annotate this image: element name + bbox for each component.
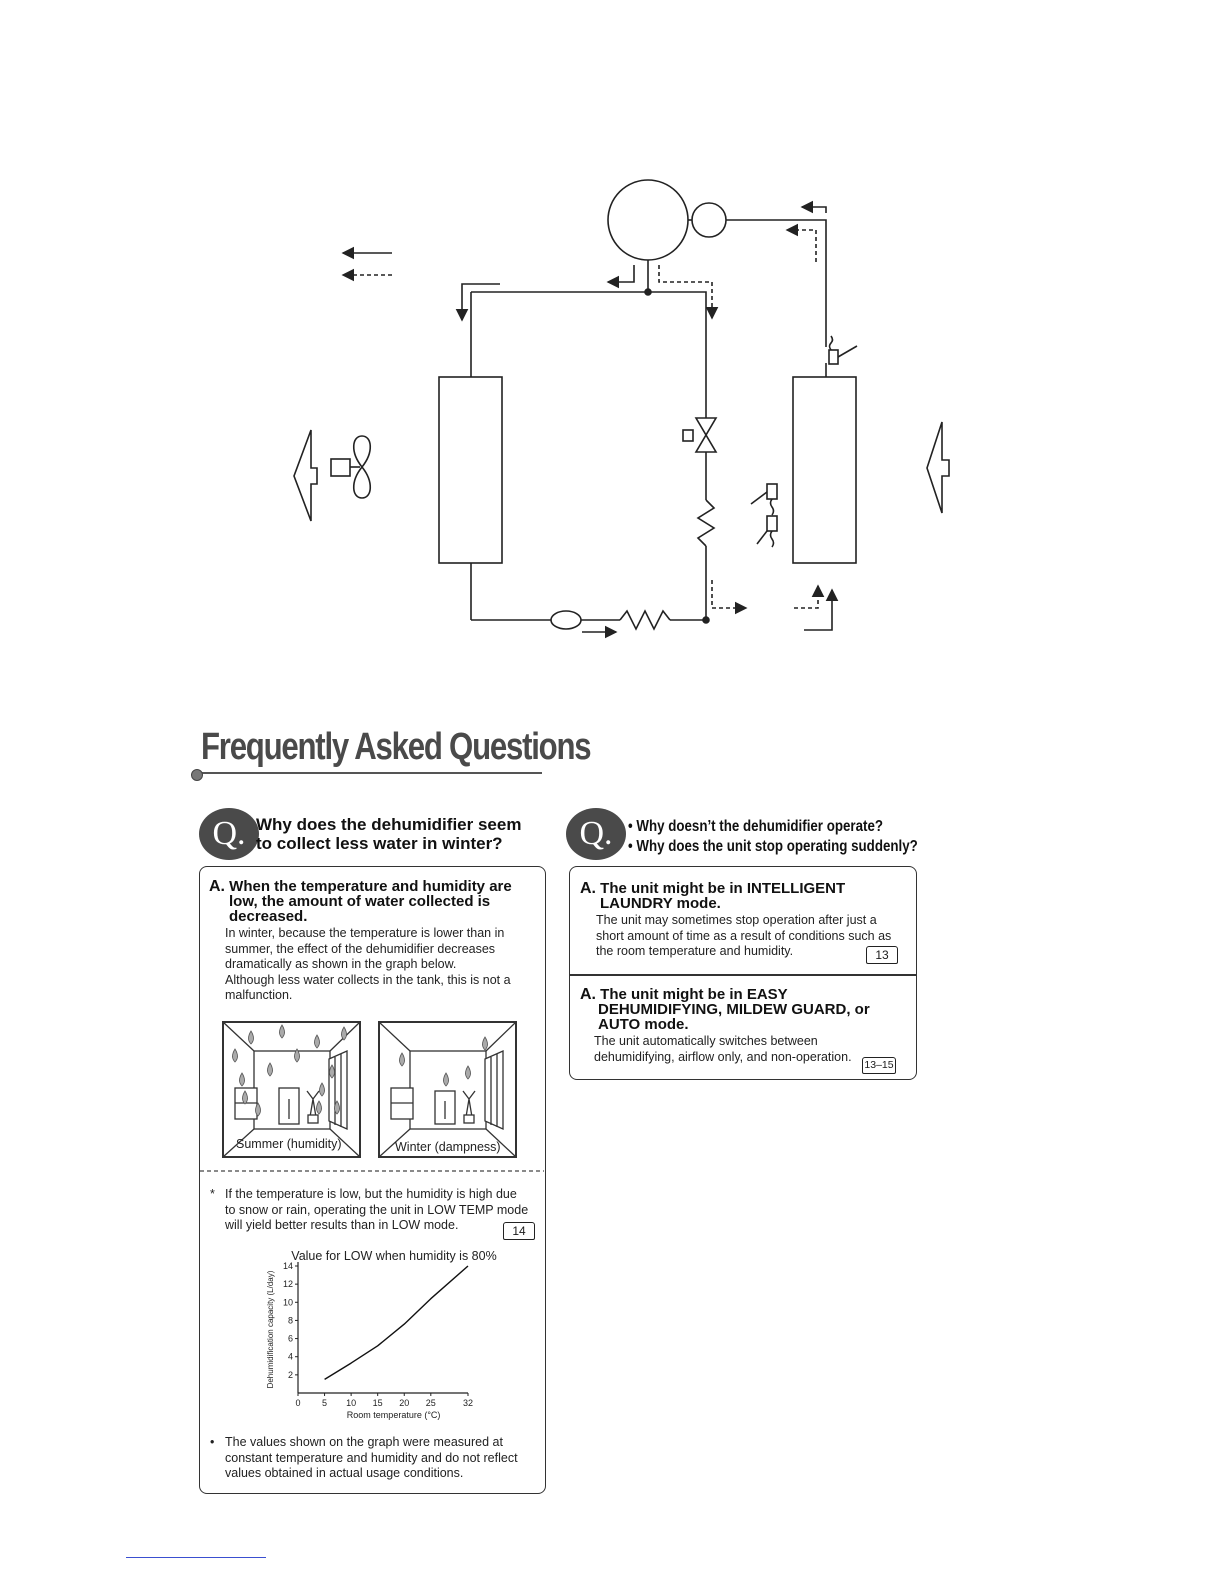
body-line: In winter, because the temperature is lo… bbox=[225, 926, 505, 940]
y-axis-label: Dehumidification capacity (L/day) bbox=[266, 1270, 275, 1388]
body-line: malfunction. bbox=[225, 988, 293, 1002]
q1-question-line: to collect less water in winter? bbox=[256, 834, 503, 853]
answer-heading-line: LAUNDRY mode. bbox=[600, 895, 721, 912]
answer-label: A. bbox=[580, 880, 596, 897]
condenser-coil bbox=[438, 376, 503, 564]
q2-answer1-body: The unit may sometimes stop operation af… bbox=[596, 913, 906, 960]
fan-motor bbox=[330, 458, 351, 477]
answer-heading-line: The unit might be in EASY bbox=[600, 986, 788, 1003]
winter-room-illustration bbox=[378, 1021, 517, 1158]
faq-heading: Frequently Asked Questions bbox=[201, 726, 592, 768]
footnote-bullet: • bbox=[210, 1435, 215, 1449]
body-line: The unit may sometimes stop operation af… bbox=[596, 913, 877, 927]
summer-room-illustration bbox=[222, 1021, 361, 1158]
junction-top bbox=[644, 288, 652, 296]
answer-heading-line: decreased. bbox=[229, 908, 308, 925]
q1-answer-heading: A. When the temperature and humidity are… bbox=[209, 878, 512, 925]
footnote-line: The values shown on the graph were measu… bbox=[225, 1435, 503, 1449]
q1-question-line: Why does the dehumidifier seem bbox=[256, 815, 522, 834]
note-line: to snow or rain, operating the unit in L… bbox=[225, 1202, 529, 1217]
note-asterisk: * bbox=[210, 1187, 215, 1201]
y-tick-label: 12 bbox=[283, 1279, 293, 1289]
strainer bbox=[550, 610, 582, 630]
body-line: Although less water collects in the tank… bbox=[225, 972, 511, 987]
airflow-arrow-left bbox=[293, 429, 318, 522]
capillary-tube-bottom bbox=[619, 609, 671, 631]
footnote-line: values obtained in actual usage conditio… bbox=[225, 1466, 464, 1480]
refrigerant-circuit-diagram bbox=[293, 179, 950, 639]
q1-answer-body: In winter, because the temperature is lo… bbox=[225, 926, 535, 1004]
x-tick-label: 15 bbox=[373, 1398, 383, 1408]
capillary-tube-right bbox=[696, 499, 716, 547]
compressor bbox=[607, 179, 689, 261]
q1-footnote: The values shown on the graph were measu… bbox=[225, 1435, 540, 1482]
y-tick-label: 4 bbox=[288, 1352, 293, 1362]
temperature-sensor-1 bbox=[766, 483, 778, 500]
page-reference-13-15[interactable]: 13–15 bbox=[862, 1057, 896, 1074]
x-axis-label: Room temperature (°C) bbox=[347, 1410, 441, 1420]
capacity-series-line bbox=[324, 1265, 469, 1380]
answer-label: A. bbox=[580, 986, 596, 1003]
x-tick-label: 25 bbox=[426, 1398, 436, 1408]
solenoid-valve bbox=[694, 417, 718, 453]
page-reference-14[interactable]: 14 bbox=[503, 1222, 535, 1240]
body-line: short amount of time as a result of cond… bbox=[596, 928, 892, 943]
faq-heading-bullet bbox=[191, 769, 203, 781]
answer-heading-line: When the temperature and humidity are bbox=[229, 878, 512, 895]
temperature-sensor-2 bbox=[766, 515, 778, 532]
y-tick-label: 14 bbox=[283, 1261, 293, 1271]
accumulator bbox=[691, 202, 727, 238]
footnote-line: constant temperature and humidity and do… bbox=[225, 1450, 518, 1465]
body-line: dramatically as shown in the graph below… bbox=[225, 957, 457, 971]
junction-bottom bbox=[702, 616, 710, 624]
q2-answer2-heading: A. The unit might be in EASY DEHUMIDIFYI… bbox=[580, 986, 870, 1033]
body-line: dehumidifying, airflow only, and non-ope… bbox=[594, 1049, 852, 1064]
body-line: the room temperature and humidity. bbox=[596, 944, 794, 958]
note-line: If the temperature is low, but the humid… bbox=[225, 1187, 517, 1201]
q2-question-line: • Why doesn’t the dehumidifier operate? bbox=[628, 818, 884, 835]
y-tick-label: 8 bbox=[288, 1315, 293, 1325]
y-tick-label: 10 bbox=[283, 1297, 293, 1307]
fan-blade bbox=[352, 435, 372, 499]
answer-heading-line: AUTO mode. bbox=[598, 1016, 689, 1033]
answer-heading-line: The unit might be in INTELLIGENT bbox=[600, 880, 846, 897]
answer-heading-line: DEHUMIDIFYING, MILDEW GUARD, or bbox=[598, 1001, 870, 1018]
bottom-link-underline[interactable] bbox=[126, 1557, 266, 1558]
x-tick-label: 10 bbox=[346, 1398, 356, 1408]
winter-caption: Winter (dampness) bbox=[395, 1140, 501, 1154]
page-reference-13[interactable]: 13 bbox=[866, 946, 898, 964]
y-tick-label: 6 bbox=[288, 1334, 293, 1344]
q1-question: Why does the dehumidifier seem to collec… bbox=[256, 815, 521, 853]
q2-question-line: • Why does the unit stop operating sudde… bbox=[628, 838, 918, 855]
chart-title: Value for LOW when humidity is 80% bbox=[291, 1249, 496, 1263]
faq-heading-underline bbox=[197, 772, 542, 774]
q1-note: If the temperature is low, but the humid… bbox=[225, 1187, 540, 1234]
body-line: summer, the effect of the dehumidifier d… bbox=[225, 941, 496, 956]
x-tick-label: 0 bbox=[295, 1398, 300, 1408]
q1-badge: Q. bbox=[199, 808, 259, 860]
summer-caption: Summer (humidity) bbox=[236, 1137, 342, 1151]
dehumidification-chart: Value for LOW when humidity is 80% 0 5 10 15… bbox=[266, 1249, 497, 1420]
airflow-arrow-right bbox=[926, 421, 950, 514]
dashed-separator bbox=[200, 1170, 544, 1172]
answer-label: A. bbox=[209, 878, 225, 895]
q2-answer2-body: The unit automatically switches between … bbox=[594, 1034, 904, 1065]
q2-badge: Q. bbox=[566, 808, 626, 860]
x-tick-label: 20 bbox=[399, 1398, 409, 1408]
y-tick-label: 2 bbox=[288, 1370, 293, 1380]
q2-answer1-heading: A. The unit might be in INTELLIGENT LAUN… bbox=[580, 880, 846, 912]
note-line: will yield better results than in LOW mo… bbox=[225, 1218, 459, 1232]
q2-answer-card bbox=[569, 866, 917, 1080]
x-tick-label: 32 bbox=[463, 1398, 473, 1408]
q2-question: • Why doesn’t the dehumidifier operate? … bbox=[628, 817, 918, 857]
q1-answer-card bbox=[199, 866, 546, 1494]
evaporator-coil bbox=[792, 376, 857, 564]
x-tick-label: 5 bbox=[322, 1398, 327, 1408]
body-line: The unit automatically switches between bbox=[594, 1034, 818, 1048]
temperature-sensor-outlet bbox=[828, 349, 839, 365]
q2-card-divider bbox=[570, 974, 916, 976]
answer-heading-line: low, the amount of water collected is bbox=[229, 893, 491, 910]
